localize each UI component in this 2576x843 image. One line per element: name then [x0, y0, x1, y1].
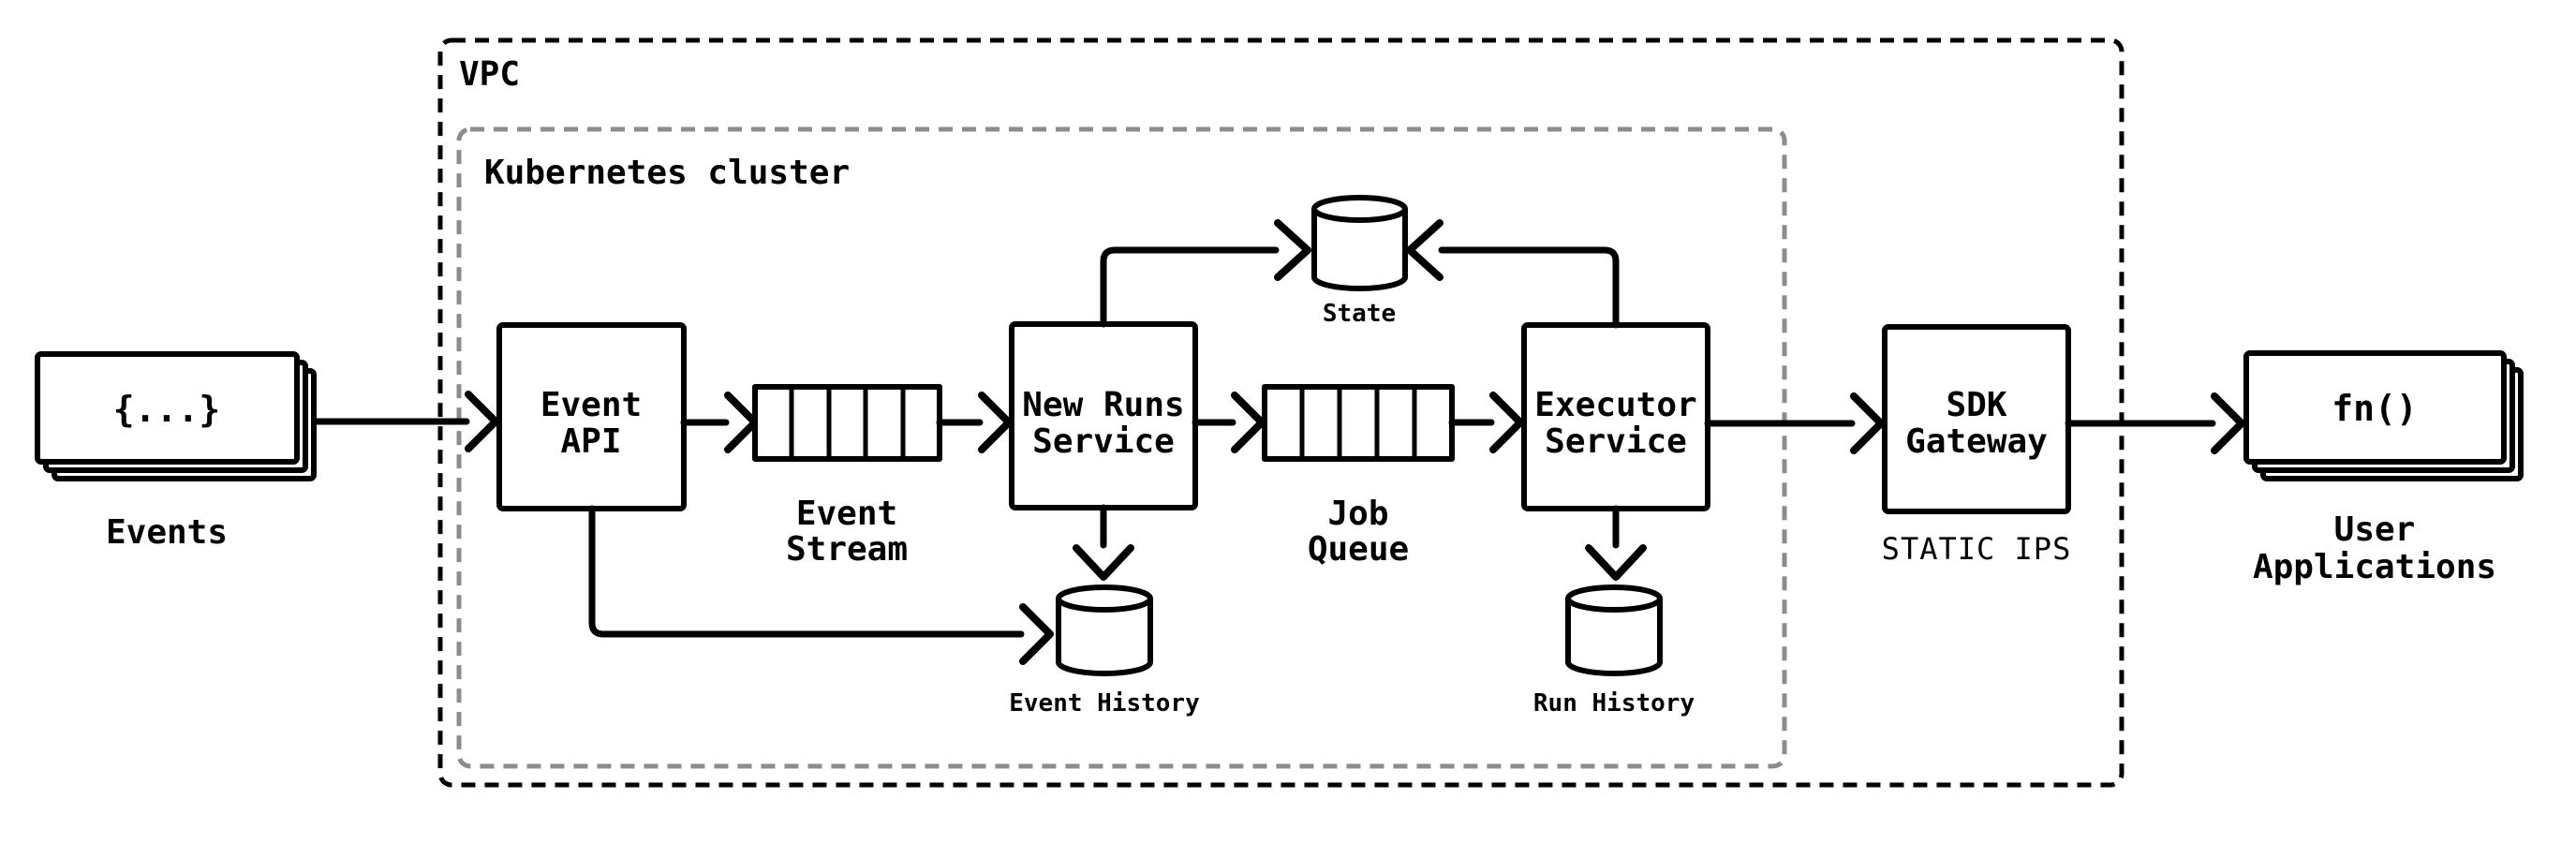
user-apps-label-line1: User: [2334, 510, 2416, 549]
job-queue-cells: [1299, 387, 1417, 459]
job-queue-label-line2: Queue: [1308, 530, 1409, 569]
run-history-label: Run History: [1533, 689, 1695, 717]
stacked-documents-icon: [35, 351, 317, 481]
state-cylinder-top: [1311, 195, 1408, 223]
executor-service-label-line1: Executor: [1534, 386, 1696, 424]
arrow-executor-to-run-history: [1585, 505, 1647, 581]
vpc-boundary: VPC: [437, 37, 2124, 788]
event-api-label-line1: Event: [540, 386, 642, 424]
event-stream-queue: Event Stream: [752, 384, 942, 569]
run-history-cylinder-body: [1565, 599, 1663, 676]
sdk-gateway-label-line2: Gateway: [1905, 422, 2048, 461]
user-apps-glyph: fn(): [2332, 388, 2418, 429]
user-apps-stack-layer-1: [2243, 350, 2507, 465]
executor-service-node: Executor Service: [1521, 322, 1710, 511]
sdk-gateway-box: [1882, 324, 2071, 514]
user-applications-node: fn() User Applications: [2243, 350, 2524, 586]
arrowhead-icon: [1850, 392, 1885, 454]
arrowhead-icon: [1019, 603, 1054, 665]
state-database: State: [1100, 195, 1620, 329]
run-history-database: Run History: [1533, 505, 1695, 717]
events-stack-layer-1: [35, 351, 300, 465]
arrow-sdk-gateway-to-user-apps: [2065, 392, 2245, 454]
arrowhead-icon: [1274, 219, 1311, 281]
new-runs-service-label-line1: New Runs: [1022, 386, 1184, 424]
state-label: State: [1323, 300, 1396, 328]
database-cylinder-icon: [1311, 195, 1408, 291]
event-history-cylinder-top: [1056, 584, 1153, 613]
arrowhead-icon: [978, 392, 1013, 453]
new-runs-service-node: New Runs Service: [1009, 321, 1198, 510]
arrow-line: [588, 505, 1025, 638]
event-api-node: Event API: [496, 322, 687, 511]
arrowhead-icon: [1585, 544, 1647, 581]
job-queue: Job Queue: [1262, 384, 1455, 569]
new-runs-service-label-line2: Service: [1032, 422, 1175, 461]
arrow-new-runs-to-job-queue: [1192, 392, 1266, 453]
arrow-job-queue-to-executor: [1448, 392, 1524, 453]
arrow-executor-to-state: [1406, 219, 1620, 329]
event-history-database: Event History: [588, 504, 1200, 717]
arrow-event-api-to-event-history: [588, 505, 1054, 665]
arrow-event-stream-to-new-runs: [936, 392, 1013, 453]
sdk-gateway-node: SDK Gateway STATIC IPS: [1882, 324, 2072, 567]
sdk-gateway-label-line1: SDK: [1946, 386, 2006, 424]
arrow-line: [1438, 246, 1620, 329]
arrowhead-icon: [1489, 392, 1524, 453]
state-cylinder-body: [1311, 209, 1408, 291]
sdk-gateway-static-ips-label: STATIC IPS: [1882, 531, 2072, 567]
run-history-cylinder-top: [1565, 584, 1663, 613]
arrow-executor-to-sdk-gateway: [1704, 392, 1885, 454]
arrowhead-icon: [1073, 544, 1134, 581]
arrow-event-api-to-event-stream: [680, 392, 759, 453]
queue-icon: [1262, 384, 1455, 462]
event-api-label-line2: API: [560, 422, 621, 461]
arrow-new-runs-to-event-history: [1073, 504, 1134, 581]
arrowhead-icon: [465, 391, 499, 452]
kubernetes-cluster-border: [456, 126, 1787, 769]
user-apps-label-line2: Applications: [2253, 548, 2496, 586]
database-cylinder-icon: [1056, 584, 1153, 676]
arrow-line: [1100, 246, 1280, 328]
queue-icon: [752, 384, 942, 462]
events-label: Events: [106, 513, 228, 552]
vpc-label: VPC: [459, 55, 520, 94]
event-history-label: Event History: [1009, 689, 1200, 717]
executor-service-label-line2: Service: [1545, 422, 1687, 461]
arrow-events-to-event-api: [311, 391, 499, 452]
event-stream-label-line1: Event: [796, 495, 897, 533]
vpc-border: [437, 37, 2124, 788]
job-queue-box: [1262, 384, 1455, 462]
kubernetes-cluster-label: Kubernetes cluster: [484, 154, 850, 192]
events-node: {...} Events: [35, 351, 317, 552]
events-glyph: {...}: [113, 389, 220, 430]
event-stream-cells: [789, 387, 906, 459]
arrowhead-icon: [1231, 392, 1266, 453]
stacked-documents-icon: [2243, 350, 2524, 481]
arrow-new-runs-to-state: [1100, 219, 1311, 328]
arrowhead-icon: [2211, 392, 2245, 454]
event-stream-box: [752, 384, 942, 462]
arrowhead-icon: [724, 392, 759, 453]
event-stream-label-line2: Stream: [786, 530, 908, 569]
arrowhead-icon: [1406, 219, 1443, 281]
job-queue-label-line1: Job: [1327, 495, 1388, 533]
kubernetes-cluster-boundary: Kubernetes cluster: [456, 126, 1787, 769]
database-cylinder-icon: [1565, 584, 1663, 676]
event-history-cylinder-body: [1056, 599, 1153, 676]
